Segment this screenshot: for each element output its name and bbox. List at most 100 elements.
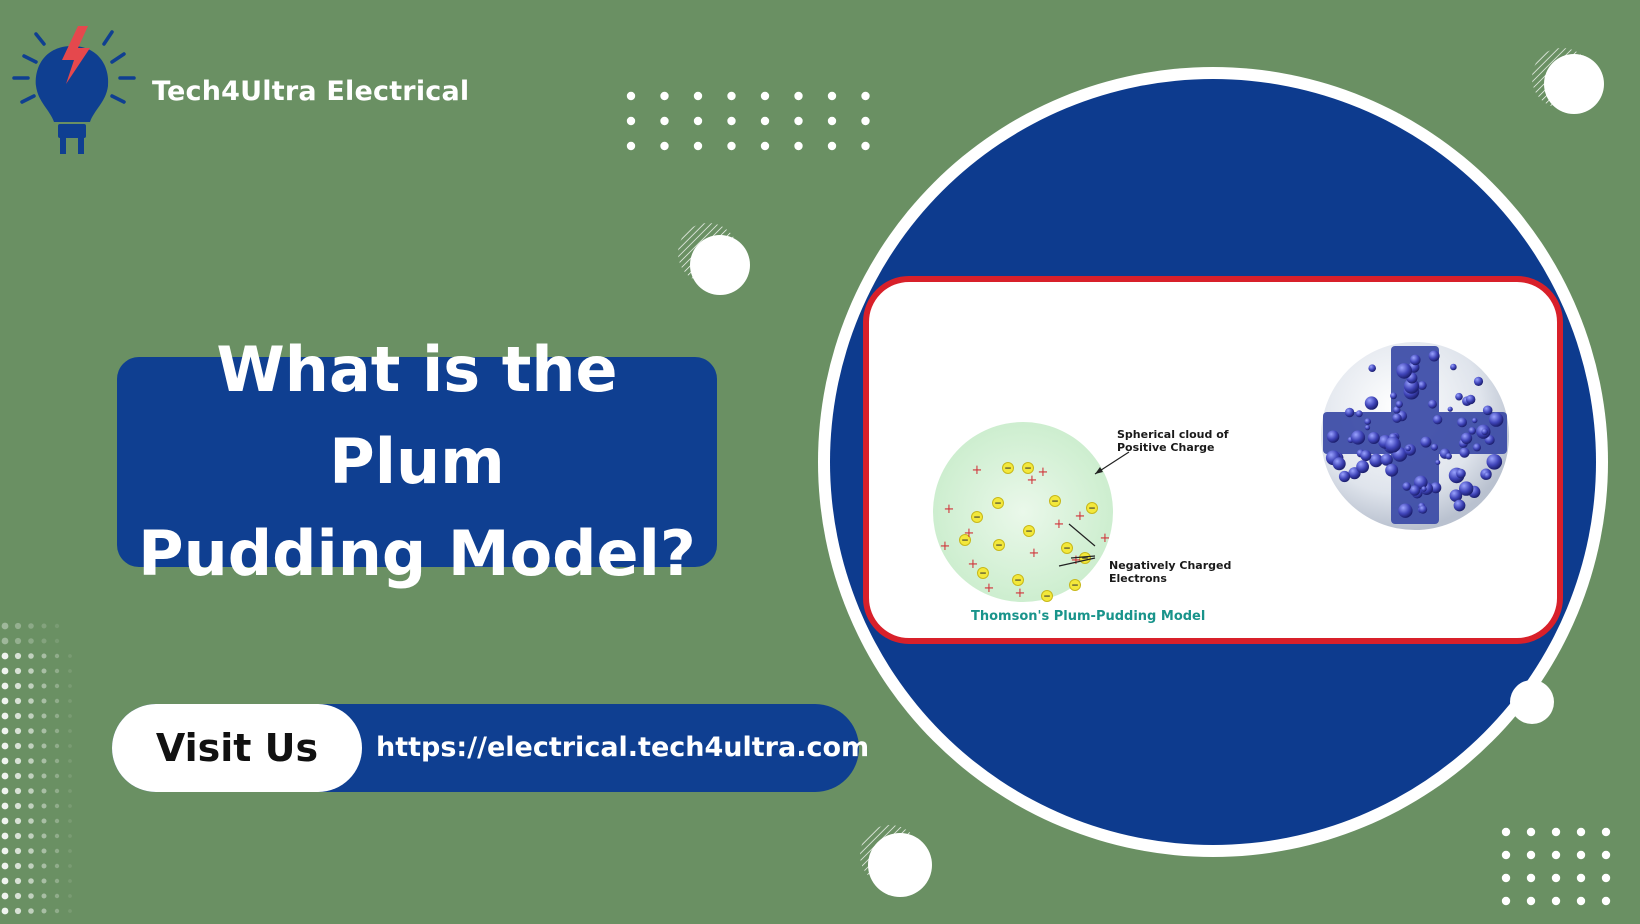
electron-ball: [1355, 410, 1363, 418]
electron-ball: [1356, 460, 1369, 474]
electron-ball: [1432, 415, 1443, 425]
title-line-1: What is the Plum: [216, 333, 618, 498]
electron-dot: [1049, 495, 1061, 507]
electron-dot: [1069, 579, 1081, 591]
decorative-dot: [1, 637, 9, 645]
plus-sign: +: [1100, 531, 1111, 546]
electron-ball: [1449, 489, 1463, 502]
plus-sign: +: [1054, 517, 1065, 532]
minus-sign: −: [1051, 497, 1059, 507]
electron-ball: [1332, 457, 1346, 471]
electron-ball: [1457, 417, 1467, 428]
decorative-dot: [693, 116, 703, 126]
decorative-dot: [1601, 873, 1611, 883]
decorative-dot: [41, 638, 47, 644]
electron-ball: [1392, 413, 1402, 423]
decorative-dot: [54, 623, 60, 629]
electron-ball: [1460, 432, 1473, 444]
decorative-dot: [41, 653, 47, 659]
electron-ball: [1364, 425, 1371, 431]
decorative-dot: [68, 849, 72, 853]
decorative-dot: [794, 116, 803, 126]
electron-ball: [1482, 405, 1493, 416]
minus-sign: −: [979, 569, 987, 579]
electron-ball: [1393, 406, 1401, 414]
decorative-dot: [68, 819, 72, 823]
electron-ball: [1409, 485, 1421, 496]
decorative-dot: [14, 907, 22, 915]
decorative-dot: [41, 758, 47, 764]
decorative-dot: [727, 116, 736, 126]
decorative-circle: [1510, 680, 1554, 724]
decorative-dot: [626, 91, 636, 101]
decorative-dot: [1, 682, 9, 690]
electron-ball: [1396, 363, 1412, 379]
decorative-dot: [1601, 827, 1611, 837]
electron-ball: [1368, 364, 1376, 372]
electron-ball: [1338, 470, 1351, 483]
plus-sign: +: [944, 502, 955, 517]
electron-dot: [1022, 462, 1034, 474]
electron-ball: [1456, 468, 1466, 479]
decorative-dot: [28, 638, 34, 644]
electron-ball: [1445, 453, 1452, 460]
electron-ball: [1390, 392, 1397, 400]
decorative-dot: [68, 909, 72, 913]
decorative-dot: [660, 141, 669, 151]
electron-ball: [1380, 453, 1393, 466]
website-link[interactable]: https://electrical.tech4ultra.com: [376, 732, 870, 763]
electron-ball: [1428, 350, 1440, 362]
diagram-caption: Thomson's Plum-Pudding Model: [971, 609, 1205, 624]
decorative-dot: [41, 698, 47, 704]
electron-ball: [1472, 417, 1478, 424]
decorative-dot: [1, 652, 9, 660]
decorative-dot: [68, 789, 72, 793]
decorative-dot: [1, 727, 9, 735]
decorative-dot: [1, 802, 9, 810]
decorative-dot: [41, 893, 47, 899]
minus-sign: −: [1081, 554, 1089, 564]
decorative-dot: [14, 697, 22, 705]
decorative-dot: [1, 817, 9, 825]
decorative-dot: [1576, 896, 1586, 906]
plus-sign: +: [1075, 509, 1086, 524]
decorative-dot-fade: [1, 622, 72, 915]
decorative-dot: [760, 91, 770, 101]
diagram-frame: −−−−−−−−−−−−−−−++++++++++++++ Spherical …: [863, 276, 1563, 644]
visit-us-button[interactable]: Visit Us: [112, 704, 362, 792]
decorative-dot: [68, 654, 72, 658]
decorative-dot: [41, 878, 47, 884]
electron-dot: [1086, 502, 1098, 514]
decorative-dot: [54, 848, 60, 854]
electron-dot: [1002, 462, 1014, 474]
electron-ball: [1486, 454, 1503, 470]
decorative-circle: [860, 825, 932, 897]
electron-ball: [1344, 407, 1355, 418]
electron-dot: [959, 534, 971, 546]
decorative-dot: [54, 638, 60, 644]
decorative-dot: [1576, 827, 1586, 837]
electron-ball: [1410, 354, 1421, 366]
electron-ball: [1364, 396, 1379, 410]
decorative-dot: [54, 758, 60, 764]
decorative-dot: [54, 728, 60, 734]
decorative-dot: [660, 116, 669, 126]
decorative-dot: [827, 91, 837, 101]
minus-sign: −: [1024, 464, 1032, 474]
decorative-dot: [14, 817, 22, 825]
decorative-dot: [660, 91, 669, 101]
decorative-dot: [54, 863, 60, 869]
decorative-dot: [1526, 827, 1536, 837]
decorative-dot: [1, 832, 9, 840]
electron-ball: [1398, 503, 1413, 518]
decorative-dot: [28, 833, 34, 839]
electron-ball: [1405, 445, 1411, 452]
decorative-dot: [760, 141, 770, 151]
decorative-dot: [54, 833, 60, 839]
decorative-dot: [1501, 896, 1511, 906]
decorative-dot: [14, 802, 22, 810]
decorative-dot: [794, 91, 803, 101]
electron-ball: [1326, 430, 1340, 443]
minus-sign: −: [1088, 504, 1096, 514]
electron-ball: [1420, 436, 1432, 448]
